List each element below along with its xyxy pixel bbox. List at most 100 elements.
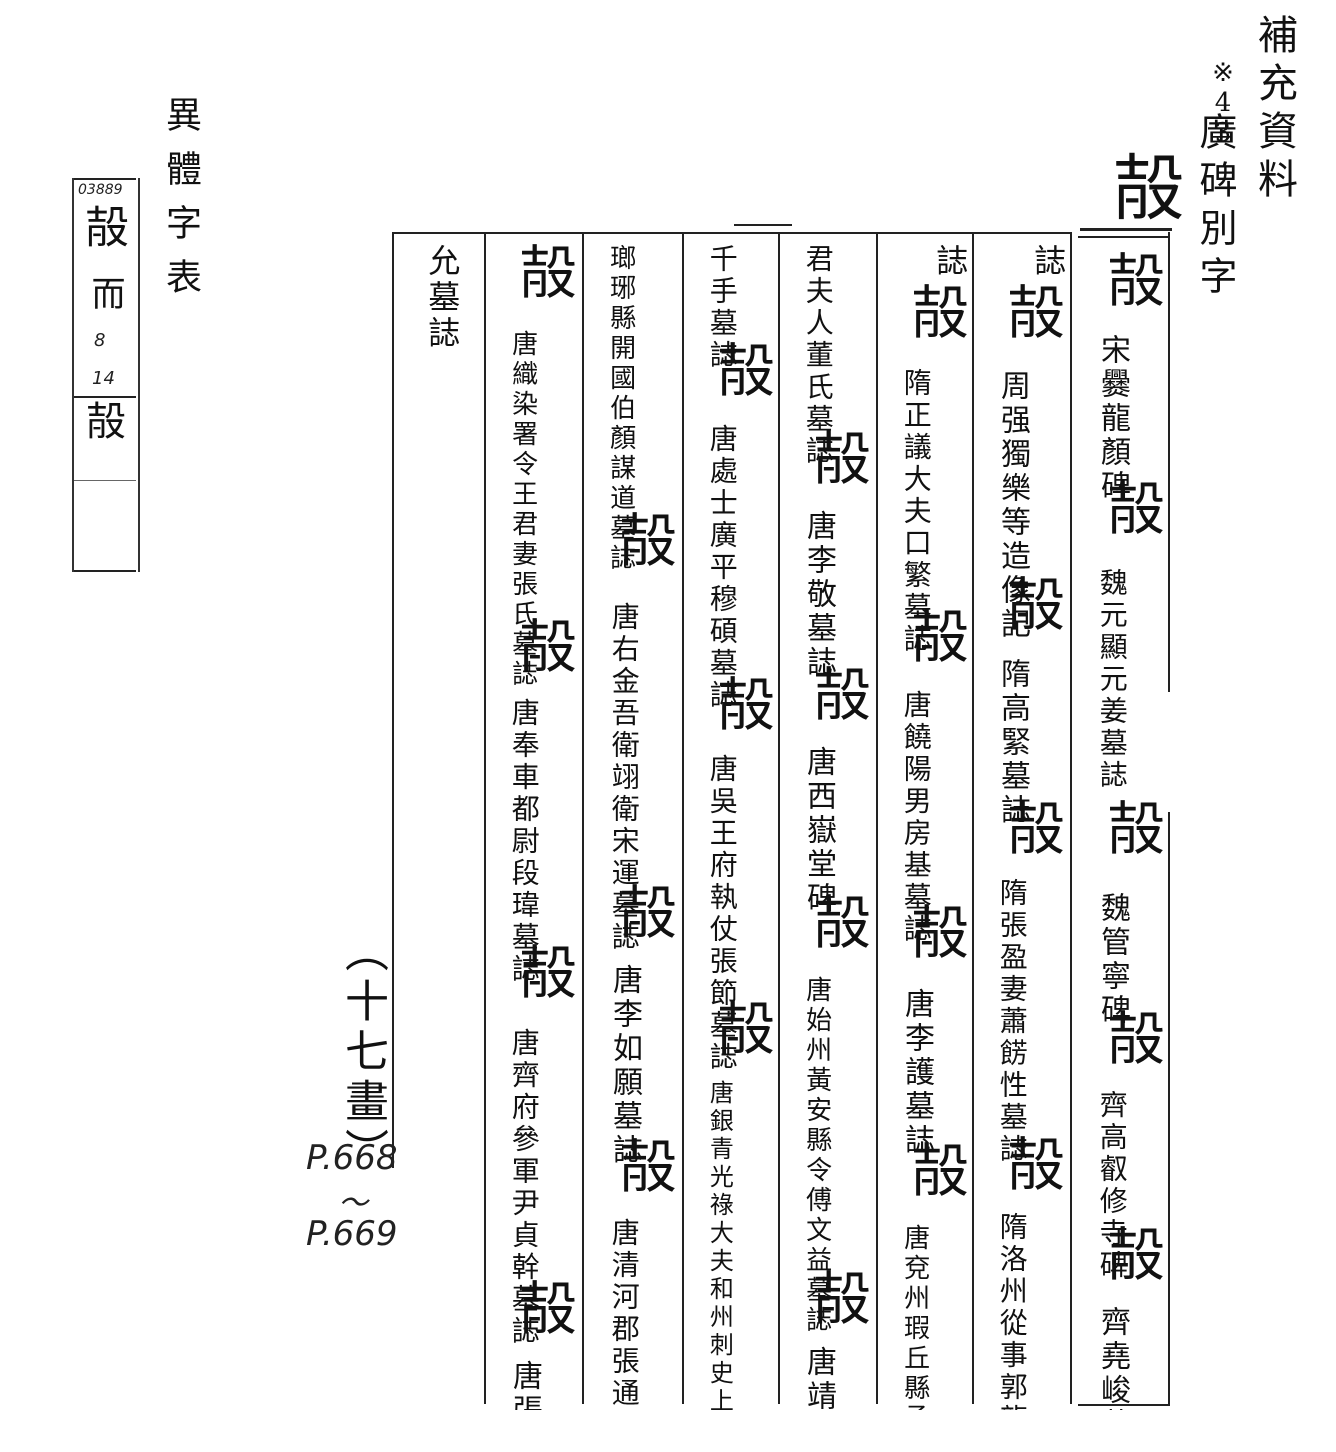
column-lead-text: 允墓誌: [423, 244, 462, 352]
page-ref-1: P.668: [306, 1138, 398, 1178]
source-citation: 唐右金吾衛翊衛宋運墓誌: [607, 602, 641, 954]
variant-glyph: 㱿: [707, 340, 775, 398]
col-rule-5: [876, 232, 878, 1404]
head-character: 㱿: [1100, 150, 1184, 222]
entry-column-4: 君夫人董氏墓誌 㱿 唐李敬墓誌 㱿 唐西嶽堂碑 㱿 唐始州黃安縣令傅文益墓誌 㱿…: [780, 238, 876, 1410]
column-lead-text: 君夫人董氏墓誌: [801, 244, 835, 468]
variant-glyph: 㱿: [1097, 250, 1165, 308]
source-citation: 隋高緊墓誌: [995, 658, 1030, 828]
variant-glyph: 㱿: [1097, 798, 1165, 856]
variant-glyph: 㱿: [509, 1278, 577, 1336]
margin-char-2: 㱿: [79, 400, 125, 440]
variant-glyph: 㱿: [1097, 1008, 1165, 1066]
source-citation: 唐始州黃安縣令傅文益墓誌: [801, 976, 832, 1336]
head-underline: [1080, 228, 1172, 231]
col-rule-4: [778, 232, 780, 1404]
source-citation: 唐銀青光祿大夫和州刺史上柱國: [705, 1080, 734, 1410]
variant-glyph: 㱿: [609, 1136, 677, 1194]
variant-glyph: 㱿: [707, 998, 775, 1056]
variant-glyph: 㱿: [901, 606, 969, 664]
margin-mid-rule: [74, 396, 136, 398]
col-rule-6: [972, 232, 974, 1404]
frame-top-rule: [392, 232, 1072, 234]
note-mark: ※43: [1208, 58, 1238, 148]
source-citation: 唐處士廣平穆碩墓誌: [705, 424, 739, 712]
variant-glyph: 㱿: [997, 574, 1065, 632]
margin-annotation-box: 03889 㱿 而 8 14 㱿: [72, 178, 140, 572]
variant-glyph: 㱿: [997, 282, 1065, 340]
source-citation: 唐織染署令王君妻張氏墓誌: [507, 330, 538, 690]
variant-glyph: 㱿: [803, 428, 871, 486]
variant-glyph: 㱿: [609, 510, 677, 568]
margin-num-1: 8: [94, 330, 106, 351]
variant-glyph: 㱿: [901, 902, 969, 960]
margin-ref-char: 而: [85, 276, 125, 310]
source-citation: 宋爨龍顏碑: [1095, 334, 1130, 504]
entry-column-5: 千手墓誌 㱿 唐處士廣平穆碩墓誌 㱿 唐吳王府執仗張節墓誌 㱿 唐銀青光祿大夫和…: [684, 238, 778, 1410]
first-entry-box-top: [1078, 236, 1170, 238]
column-lead-text: 誌: [1029, 244, 1068, 280]
book-title: 廣碑別字: [1193, 112, 1237, 304]
variant-glyph: 㱿: [901, 282, 969, 340]
page-ref-sep: 〜: [338, 1186, 368, 1221]
entry-column-6: 瑯琊縣開國伯顏謀道墓誌 㱿 唐右金吾衛翊衛宋運墓誌 㱿 唐李如願墓誌 㱿 唐清河…: [584, 238, 682, 1410]
source-citation: 齊堯峻墓: [1095, 1306, 1130, 1410]
source-citation: 唐李護墓誌: [899, 988, 934, 1158]
page-ref-2: P.669: [306, 1214, 398, 1254]
source-citation: 唐張: [507, 1360, 542, 1410]
column-lead-text: 誌: [931, 244, 970, 280]
variant-glyph: 㱿: [803, 892, 871, 950]
source-citation: 魏元顯元姜墓誌: [1095, 568, 1129, 792]
source-citation: 隋洛州從事郭龍墓: [995, 1212, 1029, 1410]
source-citation: 隋正議大夫口繁墓誌: [899, 368, 933, 656]
variant-glyph: 㱿: [1097, 478, 1165, 536]
entry-column-3: 誌 㱿 隋正議大夫口繁墓誌 㱿 唐饒陽男房基墓誌 㱿 唐李護墓誌 㱿 唐兗州瑕丘…: [878, 238, 972, 1410]
variant-glyph: 㱿: [997, 798, 1065, 856]
source-citation: 唐李敬墓誌: [801, 510, 836, 680]
variant-glyph: 㱿: [997, 1134, 1065, 1192]
source-citation: 唐西嶽堂碑: [801, 746, 836, 916]
col-rule-8: [1168, 232, 1170, 692]
source-citation: 唐齊府參軍尹貞幹墓誌: [507, 1028, 541, 1348]
margin-dash-rule: [74, 480, 136, 481]
source-citation: 魏管寧碑: [1095, 892, 1130, 1028]
column-lead-text: 千手墓誌: [705, 244, 739, 372]
variant-glyph: 㱿: [901, 1140, 969, 1198]
source-citation: 唐吳王府執仗張節墓誌: [705, 754, 739, 1074]
supplement-title: 補充資料: [1251, 14, 1297, 206]
source-citation: 齊高叡修寺碑: [1095, 1090, 1129, 1282]
stroke-count-label: （十七畫）: [337, 928, 388, 1178]
source-citation: 隋張盈妻蕭餝性墓誌: [995, 878, 1029, 1166]
variant-glyph: 㱿: [803, 664, 871, 722]
last-entry-box-bottom: [1078, 1404, 1170, 1406]
variant-glyph: 㱿: [509, 942, 577, 1000]
frame-left-rule: [392, 232, 394, 1168]
col-rule-2: [582, 232, 584, 1404]
entry-column-7: 㱿 唐織染署令王君妻張氏墓誌 㱿 唐奉車都尉段瑋墓誌 㱿 唐齊府參軍尹貞幹墓誌 …: [486, 238, 582, 1410]
col-rule-3: [682, 232, 684, 1404]
entry-column-2: 誌 㱿 周强獨樂等造像記 㱿 隋高緊墓誌 㱿 隋張盈妻蕭餝性墓誌 㱿 隋洛州從事…: [974, 238, 1070, 1410]
source-citation: 周强獨樂等造像記: [995, 370, 1030, 642]
entry-column-1: 㱿 宋爨龍顏碑 㱿 魏元顯元姜墓誌 㱿 魏管寧碑 㱿 齊高叡修寺碑 㱿 齊堯峻墓: [1072, 238, 1168, 1410]
col-rule-1: [484, 232, 486, 1404]
column-lead-text: 瑯琊縣開國伯顏謀道墓誌: [605, 244, 636, 574]
source-citation: 唐靖: [801, 1346, 836, 1410]
source-citation: 唐清河郡張通墓誌: [607, 1218, 641, 1410]
frame-top-short: [734, 224, 792, 226]
variant-glyph: 㱿: [509, 616, 577, 674]
variant-glyph: 㱿: [609, 882, 677, 940]
variant-glyph: 㱿: [509, 242, 577, 300]
entry-column-8: 允墓誌: [394, 238, 484, 1410]
margin-top-rule: [74, 178, 136, 180]
variant-glyph: 㱿: [707, 674, 775, 732]
variant-glyph: 㱿: [803, 1268, 871, 1326]
source-citation: 唐兗州瑕丘縣丞馬: [899, 1224, 930, 1410]
col-rule-8b: [1168, 812, 1170, 1404]
margin-code: 03889: [78, 182, 123, 198]
margin-char-1: 㱿: [77, 204, 128, 248]
table-name: 異體字表: [160, 96, 201, 312]
margin-bottom-rule: [74, 570, 136, 572]
col-rule-7: [1070, 232, 1072, 1404]
variant-glyph: 㱿: [1097, 1224, 1165, 1282]
source-citation: 唐奉車都尉段瑋墓誌: [507, 698, 541, 986]
